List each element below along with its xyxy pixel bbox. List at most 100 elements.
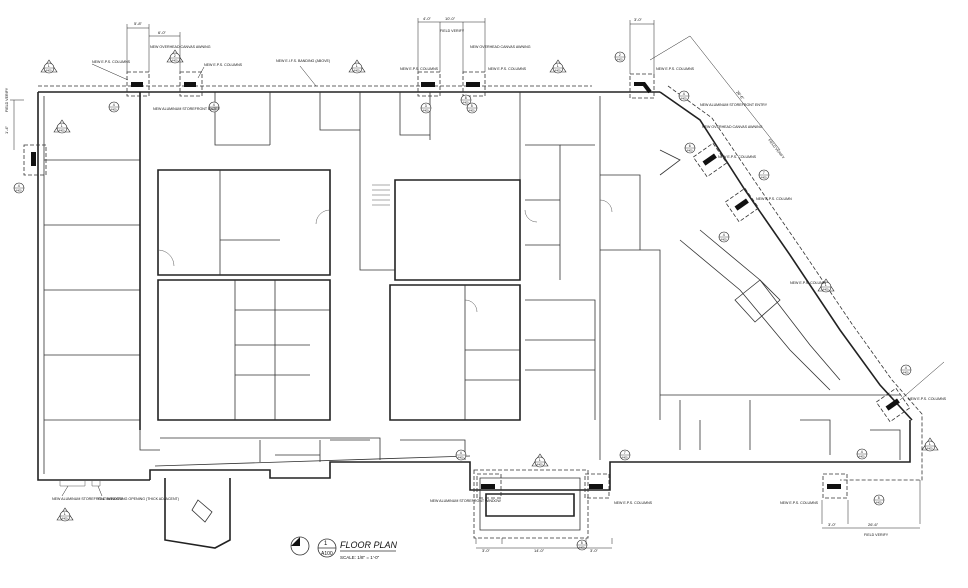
note-awning-center: NEW OVERHEAD CANVAS AWNING bbox=[470, 45, 531, 49]
tag-sheet: A400 bbox=[554, 69, 561, 73]
note-fill-opening: FILL IN EXISTING OPENING (THICK ADJACENT… bbox=[98, 497, 179, 501]
tag-sheet: A400 bbox=[720, 238, 727, 242]
note-awning-ne: NEW OVERHEAD CANVAS AWNING bbox=[702, 125, 763, 129]
column-n1 bbox=[126, 71, 150, 97]
note-banding: NEW E.I.F.S. BANDING (ABOVE) bbox=[276, 59, 330, 63]
column-s3 bbox=[822, 473, 848, 499]
tag-sheet: A400 bbox=[680, 97, 687, 101]
column-nw bbox=[23, 144, 47, 176]
new-columns bbox=[23, 71, 911, 499]
column-e2 bbox=[724, 187, 760, 223]
tag-number: 5 bbox=[471, 104, 473, 108]
interior-walls bbox=[44, 92, 901, 487]
tag-sheet: A400 bbox=[422, 109, 429, 113]
tag-number: 1 bbox=[61, 124, 63, 128]
notes: NEW E.P.S. COLUMNS NEW E.P.S. COLUMNS NE… bbox=[5, 29, 947, 537]
tag-number: 1 bbox=[825, 283, 827, 287]
tag-number: 2 bbox=[619, 53, 621, 57]
tag-sheet: A400 bbox=[15, 189, 22, 193]
tag-number: 4 bbox=[683, 92, 685, 96]
tag-number: 1 bbox=[539, 458, 541, 462]
dim-bottom-east-small: 3'-0" bbox=[828, 522, 837, 527]
note-column-e3: NEW E.P.S. COLUMNS bbox=[908, 397, 947, 401]
building-shell bbox=[37, 85, 923, 549]
dim-angled: 26'-6" bbox=[735, 90, 746, 102]
tag-number: 1 bbox=[557, 64, 559, 68]
note-field-verify-bottom: FIELD VERIFY bbox=[864, 533, 889, 537]
tag-sheet: A400 bbox=[58, 129, 65, 133]
dim-west: 1'-4" bbox=[4, 125, 9, 134]
column-n3 bbox=[417, 71, 441, 97]
tag-sheet: A400 bbox=[457, 456, 464, 460]
tag-number: 3 bbox=[425, 104, 427, 108]
tag-sheet: A400 bbox=[468, 109, 475, 113]
tag-number: 4 bbox=[905, 366, 907, 370]
tag-sheet: A400 bbox=[621, 456, 628, 460]
tag-number: 4 bbox=[113, 103, 115, 107]
drawing-scale: SCALE: 1/8" = 1'-0" bbox=[340, 555, 380, 560]
note-column-n1: NEW E.P.S. COLUMNS bbox=[92, 60, 131, 64]
note-column-n4: NEW E.P.S. COLUMNS bbox=[488, 67, 527, 71]
dim-bottom-left: 3'-0" bbox=[482, 548, 491, 553]
dim-bottom-east: 26'-6" bbox=[868, 522, 879, 527]
tag-sheet: A400 bbox=[210, 108, 217, 112]
tag-sheet: A400 bbox=[61, 517, 68, 521]
tag-number: 4 bbox=[18, 184, 20, 188]
tag-number: 6 bbox=[689, 144, 691, 148]
note-field-verify-ne: FIELD VERIFY bbox=[767, 138, 785, 160]
note-storefront-ne: NEW ALUMINUM STOREFRONT ENTRY bbox=[700, 103, 768, 107]
tag-sheet: A400 bbox=[171, 59, 178, 63]
note-column-s2: NEW E.P.S. COLUMNS bbox=[614, 501, 653, 505]
tag-sheet: A400 bbox=[110, 108, 117, 112]
column-n4 bbox=[462, 71, 486, 97]
note-storefront-window: NEW ALUMINUM STOREFRONT WINDOW bbox=[52, 497, 123, 501]
note-column-ne: NEW E.P.S. COLUMNS bbox=[656, 67, 695, 71]
note-field-verify-west: FIELD VERIFY bbox=[5, 87, 9, 112]
dim-bottom-canopy: 14'-0" bbox=[534, 548, 545, 553]
column-e3 bbox=[875, 387, 911, 423]
note-column-east: NEW E.P.S. COLUMN bbox=[790, 281, 826, 285]
dimensions: 5'-8" 6'-0" 10'-0" 4'-0" 3'-0" 14'-0" 3'… bbox=[4, 16, 945, 553]
note-field-verify-top: FIELD VERIFY bbox=[440, 29, 465, 33]
column-e1 bbox=[692, 142, 728, 178]
column-n2 bbox=[179, 71, 203, 97]
drawing-title: 1 A100 FLOOR PLAN SCALE: 1/8" = 1'-0" bbox=[290, 536, 398, 560]
note-awning-left: NEW OVERHEAD CANVAS AWNING bbox=[150, 45, 211, 49]
tag-number: 8 bbox=[465, 96, 467, 100]
dim-top-center: 10'-0" bbox=[445, 16, 456, 21]
note-column-n3: NEW E.P.S. COLUMNS bbox=[400, 67, 439, 71]
tag-number: 5 bbox=[878, 496, 880, 500]
note-column-e2: NEW E.P.S. COLUMN bbox=[756, 197, 792, 201]
tag-sheet: A400 bbox=[858, 455, 865, 459]
dim-top-left: 5'-8" bbox=[134, 21, 143, 26]
note-storefront-south: NEW ALUMINUM STOREFRONT WINDOW bbox=[430, 499, 501, 503]
tag-sheet: A400 bbox=[536, 463, 543, 467]
note-storefront-left: NEW ALUMINUM STOREFRONT ENTRY bbox=[153, 107, 221, 111]
tag-number: 4 bbox=[723, 233, 725, 237]
note-column-n2: NEW E.P.S. COLUMNS bbox=[204, 63, 243, 67]
tag-sheet: A400 bbox=[875, 501, 882, 505]
tag-number: 4 bbox=[460, 451, 462, 455]
